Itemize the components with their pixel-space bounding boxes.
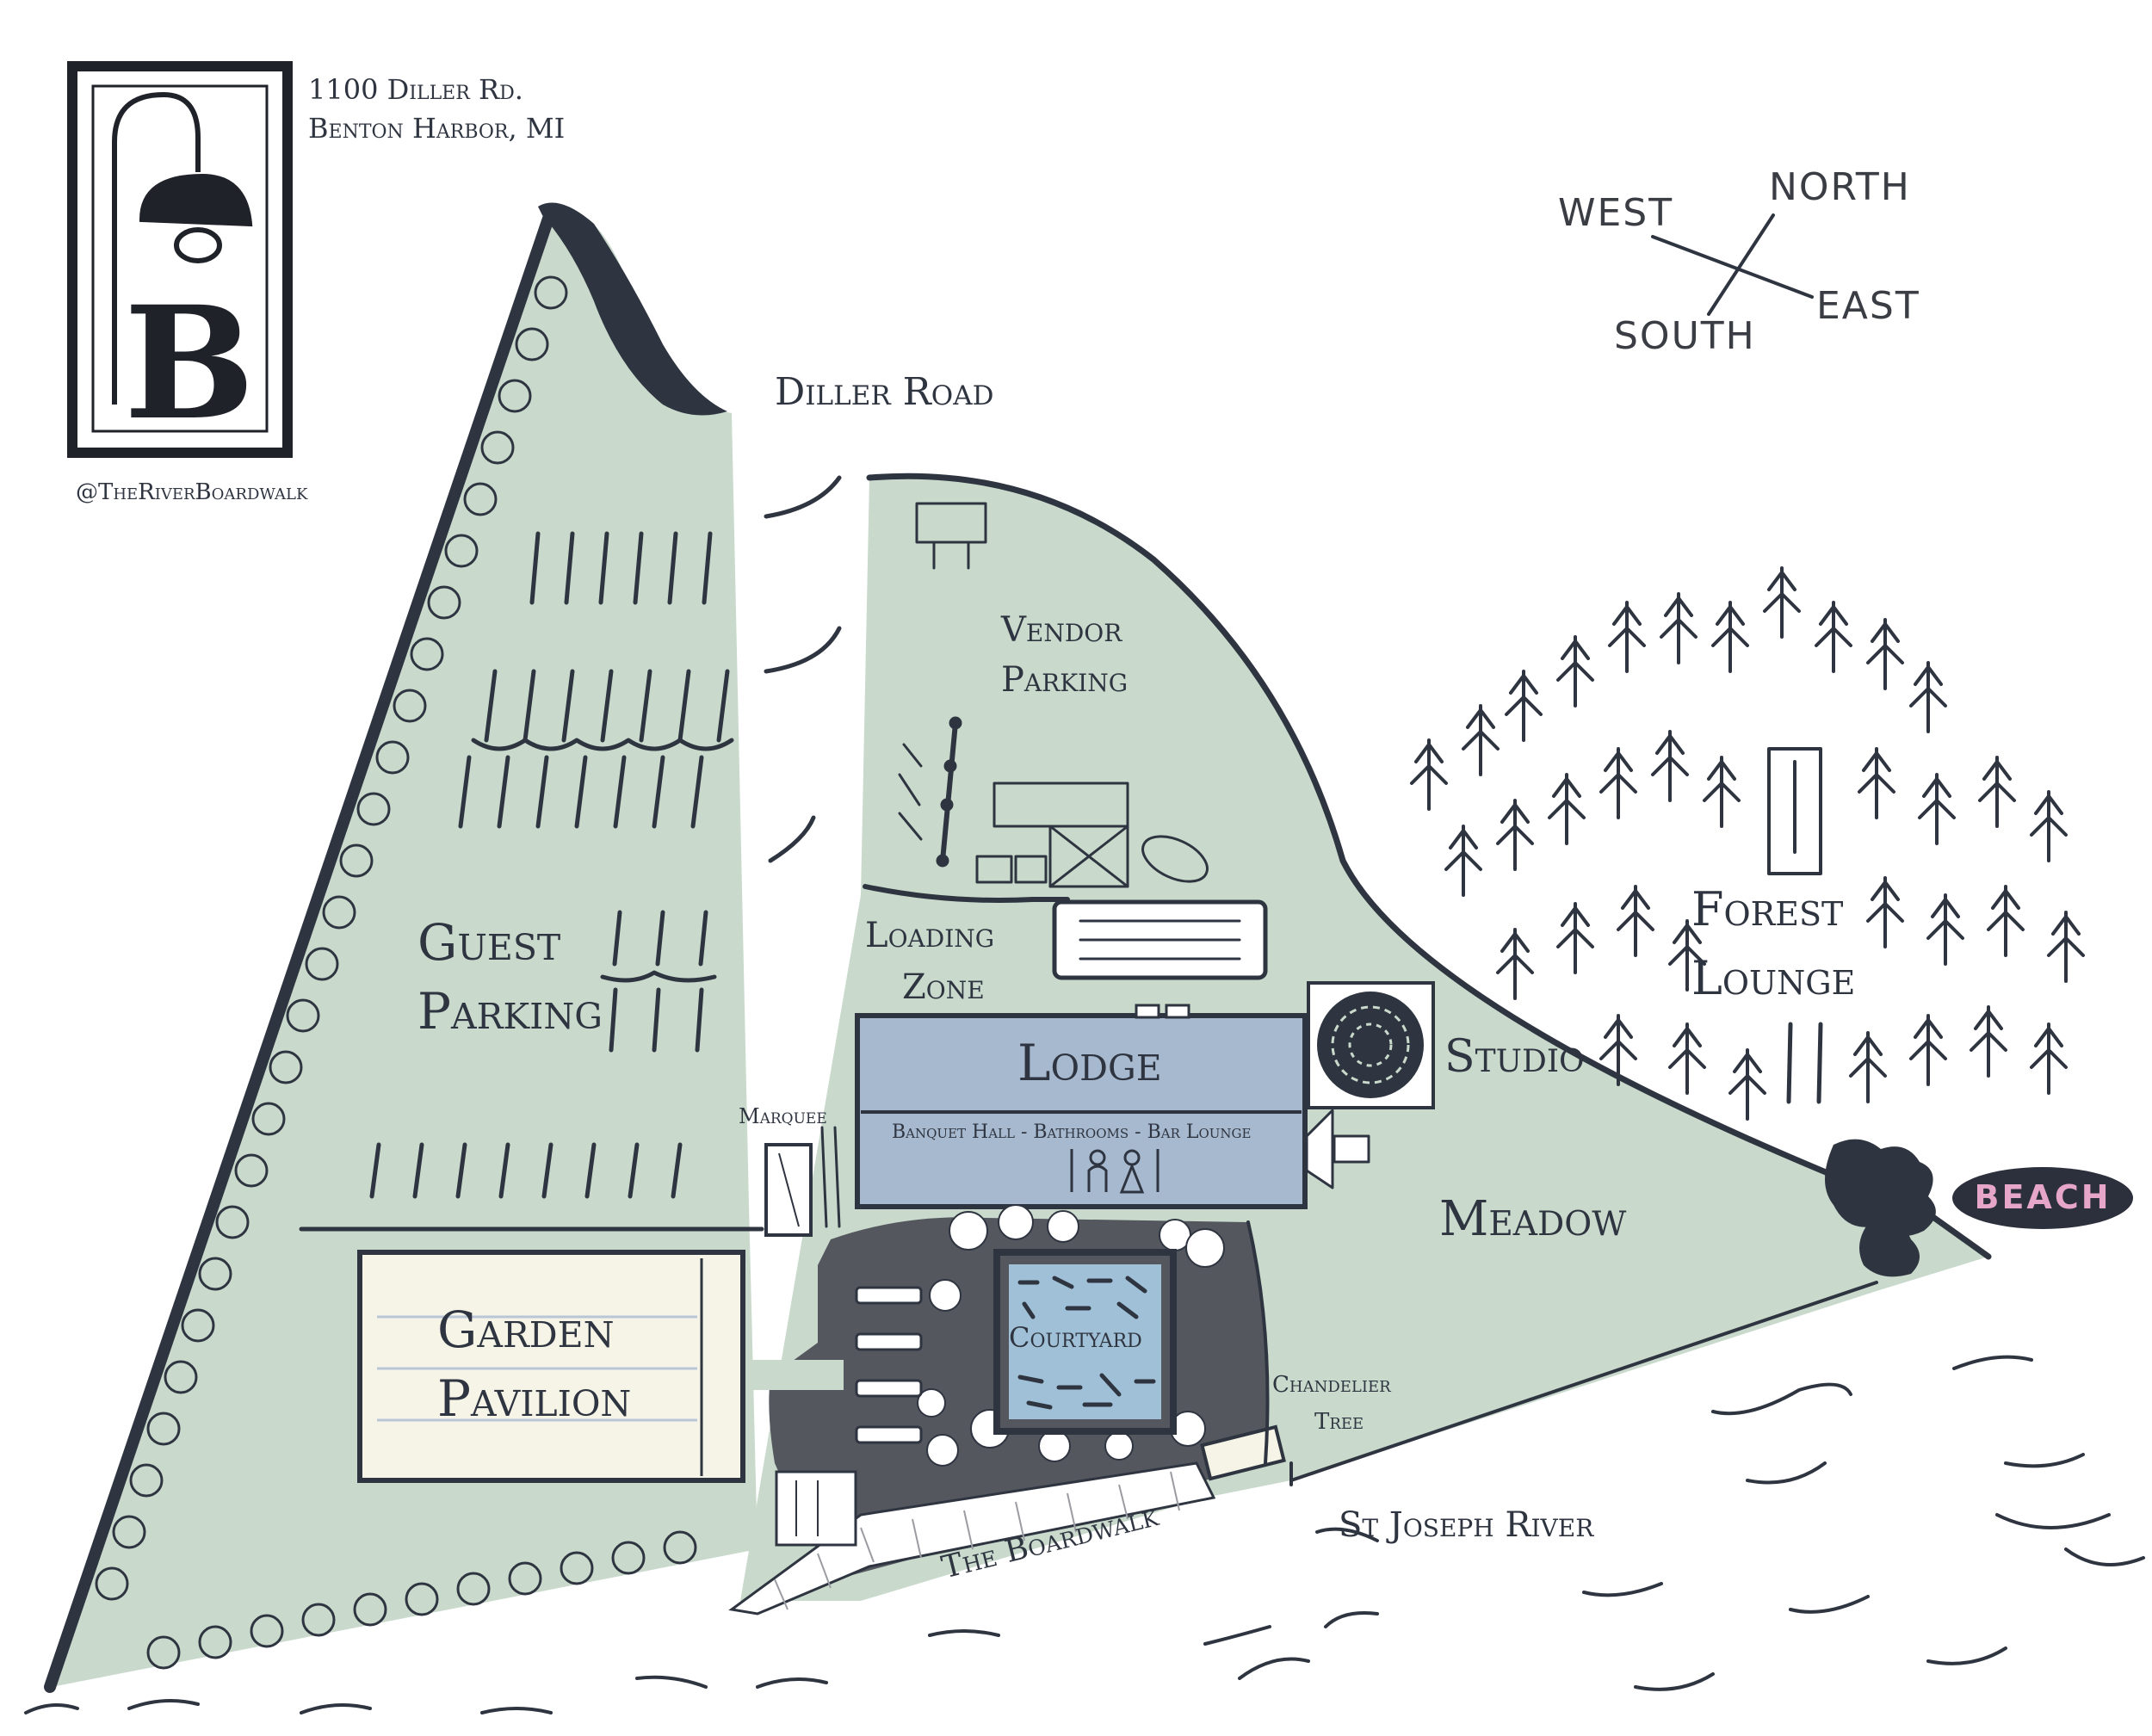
river-label: St Joseph River <box>1339 1505 1594 1545</box>
diller-road-label: Diller Road <box>775 370 993 414</box>
meadow-fence <box>1246 1220 1293 1486</box>
river-waves <box>24 1355 2145 1714</box>
compass-south: SOUTH <box>1614 314 1756 358</box>
forest-trees <box>1410 566 2085 1121</box>
boardwalk[interactable] <box>728 1424 1286 1616</box>
loading-zone-curb <box>863 884 1070 903</box>
vendor-parking-label-1: Vendor <box>1000 610 1122 650</box>
guest-parking-stalls <box>369 531 734 1199</box>
loading-dock <box>1052 899 1268 980</box>
property-outlines <box>44 205 1992 1693</box>
lodge-amenities-label: Banquet Hall - Bathrooms - Bar Lounge <box>892 1121 1251 1143</box>
road-entrance-curves <box>764 475 842 863</box>
address-line-1: 1100 Diller Rd. <box>308 73 523 106</box>
social-handle: @TheRiverBoardwalk <box>76 479 308 505</box>
guest-parking-label-2: Parking <box>417 982 603 1041</box>
compass-east: EAST <box>1816 284 1920 328</box>
hedge-row <box>95 275 697 1670</box>
loading-zone-label-1: Loading <box>865 916 994 955</box>
meadow-label: Meadow <box>1439 1191 1626 1247</box>
garden-pavilion[interactable] <box>357 1250 745 1483</box>
venue-logo: B <box>67 61 293 458</box>
compass-west: WEST <box>1558 191 1673 235</box>
hedge-west <box>95 275 568 1601</box>
courtyard-label: Courtyard <box>1009 1321 1142 1354</box>
river-bank <box>1289 1281 1878 1482</box>
address-line-2: Benton Harbor, MI <box>308 112 565 145</box>
chandelier-tree-label-2: Tree <box>1314 1409 1364 1435</box>
compass-north: NORTH <box>1769 165 1911 209</box>
marquee[interactable] <box>764 1126 841 1237</box>
garden-pavilion-label-1: Garden <box>437 1300 615 1359</box>
courtyard[interactable] <box>993 1249 1177 1435</box>
studio[interactable] <box>1307 981 1435 1109</box>
beach-badge <box>1952 1167 2133 1229</box>
restroom-icon <box>1070 1149 1159 1194</box>
forest-lounge-structures <box>1767 747 1823 1104</box>
vendor-parking-label-2: Parking <box>1001 660 1128 700</box>
east-boundary <box>866 473 1992 1260</box>
vendor-parking-details <box>898 502 1209 888</box>
lodge-annex <box>1305 1109 1370 1189</box>
hill-crest <box>538 202 727 416</box>
beach-rocks <box>1825 1139 1936 1277</box>
west-boundary <box>44 205 557 1693</box>
beach-area[interactable] <box>1825 1139 2133 1277</box>
chandelier-tree-label-1: Chandelier <box>1272 1372 1391 1398</box>
forest-lounge-label-1: Forest <box>1691 882 1843 936</box>
loading-zone-label-2: Zone <box>902 967 985 1007</box>
compass-rose: WEST NORTH SOUTH EAST <box>1558 165 1920 358</box>
forest-lounge-label-2: Lounge <box>1691 951 1855 1005</box>
studio-label: Studio <box>1444 1031 1585 1083</box>
lodge[interactable] <box>855 1004 1308 1209</box>
garden-pavilion-label-2: Pavilion <box>437 1369 631 1428</box>
hedge-south <box>146 1530 697 1670</box>
guest-parking-label-1: Guest <box>417 913 560 972</box>
logo-letter: B <box>124 273 255 454</box>
lodge-label: Lodge <box>1017 1034 1162 1092</box>
lamp-post-icon <box>112 91 253 405</box>
marquee-label: Marquee <box>739 1104 827 1128</box>
beach-label: BEACH <box>1974 1178 2111 1216</box>
